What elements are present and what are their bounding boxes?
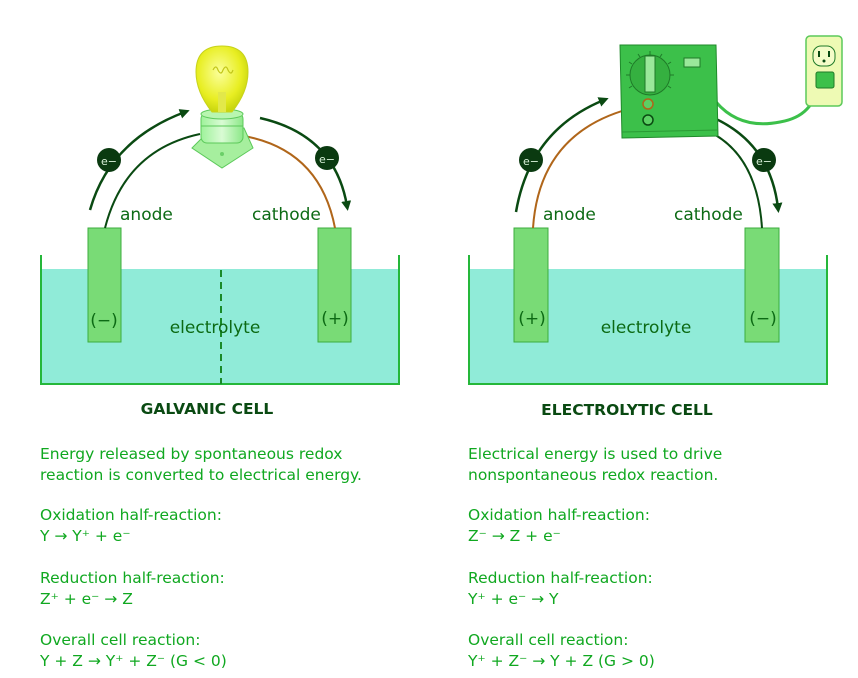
electrolytic-cathode-label: cathode [674, 205, 743, 225]
electrolytic-overall-equation: Y⁺ + Z⁻ → Y + Z (G > 0) [468, 652, 655, 670]
electron-label: e− [319, 153, 335, 166]
electrolytic-anode-label: anode [543, 205, 596, 225]
electrolytic-overall: Overall cell reaction: Y⁺ + Z⁻ → Y + Z (… [468, 630, 655, 672]
galvanic-wire-right [243, 135, 336, 229]
electrolytic-overall-heading: Overall cell reaction: [468, 631, 629, 649]
electrolytic-oxidation-heading: Oxidation half-reaction: [468, 506, 650, 524]
galvanic-cell: (−) (+) electrolyte e− e− anode cathode [40, 45, 400, 385]
galvanic-reduction-heading: Reduction half-reaction: [40, 569, 225, 587]
galvanic-title: GALVANIC CELL [141, 400, 274, 418]
cell-diagrams: (−) (+) electrolyte e− e− anode cathode [40, 35, 843, 419]
galvanic-text: Energy released by spontaneous redox rea… [40, 444, 362, 486]
electrolytic-cathode-sign: (−) [749, 309, 777, 329]
terminal-negative [642, 114, 654, 126]
electrolytic-title: ELECTROLYTIC CELL [541, 401, 713, 419]
galvanic-anode-electrode [87, 227, 122, 343]
electrolytic-anode-electrode [513, 227, 549, 343]
galvanic-reduction: Reduction half-reaction: Z⁺ + e⁻ → Z [40, 568, 225, 610]
electrolytic-cell: (+) (−) electrolyte e− e− anode cathode [468, 35, 843, 385]
electrolytic-anode-sign: (+) [518, 309, 546, 329]
galvanic-oxidation: Oxidation half-reaction: Y → Y⁺ + e⁻ [40, 505, 222, 547]
galvanic-electron-right: e− [315, 146, 339, 170]
galvanic-overall: Overall cell reaction: Y + Z → Y⁺ + Z⁻ (… [40, 630, 227, 672]
power-supply-icon [619, 44, 719, 139]
electrolytic-oxidation-equation: Z⁻ → Z + e⁻ [468, 527, 561, 545]
galvanic-anode-sign: (−) [90, 311, 118, 331]
galvanic-description-line1: Energy released by spontaneous redox [40, 445, 343, 463]
electron-label: e− [523, 155, 539, 168]
galvanic-description-line2: reaction is converted to electrical ener… [40, 466, 362, 484]
galvanic-wire-left [104, 133, 201, 229]
electrolytic-oxidation: Oxidation half-reaction: Z⁻ → Z + e⁻ [468, 505, 650, 547]
electrolytic-electron-left: e− [519, 148, 543, 172]
electrolytic-reduction-equation: Y⁺ + e⁻ → Y [468, 590, 559, 608]
switch-icon [683, 57, 701, 68]
electrolytic-electron-right: e− [752, 148, 776, 172]
galvanic-oxidation-equation: Y → Y⁺ + e⁻ [40, 527, 131, 545]
electrolytic-text: Electrical energy is used to drive nonsp… [468, 444, 722, 486]
electrolytic-description-line1: Electrical energy is used to drive [468, 445, 723, 463]
electron-label: e− [101, 155, 117, 168]
galvanic-reduction-equation: Z⁺ + e⁻ → Z [40, 590, 133, 608]
light-bulb-icon [191, 45, 254, 169]
electrolytic-reduction: Reduction half-reaction: Y⁺ + e⁻ → Y [468, 568, 653, 610]
electrolytic-reduction-heading: Reduction half-reaction: [468, 569, 653, 587]
electrolytic-description-line2: nonspontaneous redox reaction. [468, 466, 719, 484]
plug-icon [815, 71, 835, 89]
power-cord [714, 81, 820, 126]
galvanic-electron-arrow-right [259, 116, 352, 211]
electron-label: e− [756, 155, 772, 168]
galvanic-electrolyte-label: electrolyte [170, 318, 261, 338]
electrolytic-beaker [468, 255, 828, 385]
wall-outlet-icon [805, 35, 843, 107]
galvanic-electron-arrow-left [88, 109, 190, 211]
electrolytic-cathode-electrode [744, 227, 780, 343]
electrolytic-electrolyte-label: electrolyte [601, 318, 692, 338]
galvanic-cathode-sign: (+) [321, 309, 349, 329]
terminal-positive [642, 98, 654, 110]
galvanic-anode-label: anode [120, 205, 173, 225]
galvanic-cathode-label: cathode [252, 205, 321, 225]
electrolytic-electron-arrow-left [514, 97, 609, 213]
galvanic-overall-heading: Overall cell reaction: [40, 631, 201, 649]
galvanic-electron-left: e− [97, 148, 121, 172]
electrolytic-electron-arrow-right [706, 113, 783, 213]
galvanic-oxidation-heading: Oxidation half-reaction: [40, 506, 222, 524]
galvanic-overall-equation: Y + Z → Y⁺ + Z⁻ (G < 0) [40, 652, 227, 670]
